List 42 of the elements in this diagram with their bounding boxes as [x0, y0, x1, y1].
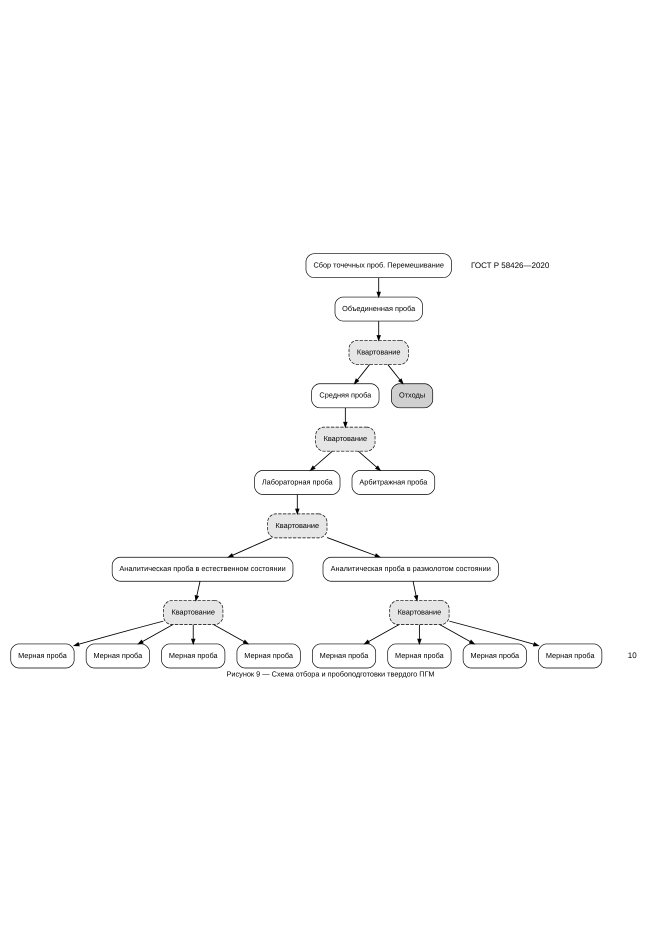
node-box: Квартование: [163, 600, 224, 625]
arrow: [363, 624, 400, 645]
node-box: Квартование: [348, 340, 409, 365]
arrow: [72, 620, 164, 646]
arrow: [295, 494, 300, 516]
arrow: [213, 624, 250, 645]
node-box: Квартование: [389, 600, 450, 625]
arrow: [137, 624, 174, 645]
arrow: [309, 450, 333, 472]
node-box: Мерная проба: [538, 644, 602, 668]
arrow: [387, 364, 404, 385]
node-box: Аналитическая проба в размолотом состоянии: [322, 556, 499, 582]
node-box: Мерная проба: [236, 644, 301, 668]
arrow: [439, 624, 476, 645]
node-box: Лабораторная проба: [254, 470, 340, 495]
node-box: Квартование: [267, 514, 328, 538]
node-box: Сбор точечных проб. Перемешивание: [306, 253, 452, 278]
node-box: Отходы: [391, 383, 434, 408]
node-box: Арбитражная проба: [352, 470, 436, 495]
arrow: [376, 277, 381, 298]
node-box: Объединенная проба: [334, 296, 423, 322]
arrow: [358, 450, 382, 472]
arrow: [190, 624, 196, 646]
node-box: Мерная проба: [387, 644, 452, 668]
node-box: Мерная проба: [10, 644, 74, 668]
arrow: [343, 408, 348, 428]
arrow: [227, 537, 272, 558]
node-box: Аналитическая проба в естественном состоянии: [112, 556, 294, 582]
node-box: Квартование: [315, 426, 376, 452]
arrow: [376, 320, 381, 342]
arrow: [194, 580, 200, 602]
node-box: Мерная проба: [86, 644, 150, 668]
node-box: Мерная проба: [462, 644, 527, 668]
arrow: [326, 537, 382, 558]
arrow: [412, 580, 418, 602]
arrow: [448, 620, 540, 646]
node-box: Мерная проба: [312, 644, 376, 668]
caption: Рисунок 9 — Схема отбора и пробоподготовки твердого ПГМ: [226, 670, 434, 679]
arrow: [417, 624, 422, 646]
arrow: [354, 364, 370, 385]
node-box: Мерная проба: [161, 644, 226, 668]
node-box: Средняя проба: [311, 383, 380, 408]
